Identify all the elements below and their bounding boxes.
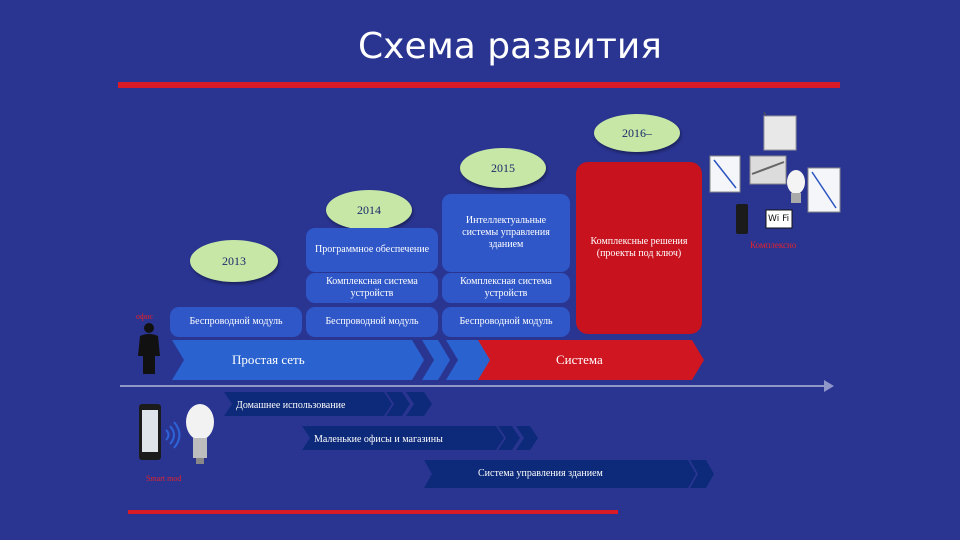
complex-solutions-panel: Комплексные решения (проекты под ключ) — [576, 162, 702, 334]
chevron-blue-3 — [458, 340, 492, 380]
smartphone-bulb-illustration — [139, 404, 214, 464]
complex-system-label-1: Комплексная система устройств — [326, 276, 418, 299]
smart-mod-label: Smart mod — [146, 474, 182, 483]
software-box: Программное обеспечение — [306, 228, 438, 272]
offices-band — [302, 426, 504, 450]
small-offices-label: Маленькие офисы и магазины — [314, 434, 443, 445]
system-label: Система — [556, 352, 603, 367]
year-2015-label: 2015 — [491, 160, 515, 175]
top-divider — [118, 82, 840, 88]
wireless-module-box-2: Беспроводной модуль — [306, 307, 438, 337]
simple-network-arrow — [172, 340, 424, 380]
year-2016-oval: 2016– — [594, 114, 680, 152]
wireless-module-box-1: Беспроводной модуль — [170, 307, 302, 337]
chevron-blue-1 — [422, 340, 450, 380]
bottom-divider — [128, 510, 618, 514]
complex-system-box-2: Комплексная система устройств — [442, 273, 570, 303]
software-label: Программное обеспечение — [314, 244, 430, 255]
wireless-module-label-1: Беспроводной модуль — [189, 316, 283, 327]
timeline-arrow-icon — [120, 380, 834, 392]
year-2014-label: 2014 — [357, 202, 381, 217]
segment-bands — [224, 392, 714, 488]
bms-label: Система управления зданием — [478, 468, 603, 479]
intelligent-systems-label: Интеллектуальные системы управления здан… — [462, 215, 550, 250]
system-arrow — [478, 340, 704, 380]
lightbulb-icon-2 — [787, 170, 805, 194]
evolution-chevrons — [172, 340, 704, 380]
wireless-waves-icon — [165, 421, 181, 449]
lamp-panel-icon — [749, 155, 787, 185]
complex-red-label: Комплексно — [750, 240, 797, 250]
home-band — [224, 392, 392, 416]
complex-solutions-label: Комплексные решения (проекты под ключ) — [590, 236, 688, 259]
complex-system-label-2: Комплексная система устройств — [460, 276, 552, 299]
simple-network-label: Простая сеть — [232, 352, 305, 367]
year-2015-oval: 2015 — [460, 148, 546, 188]
wireless-module-box-3: Беспроводной модуль — [442, 307, 570, 337]
phone-device-icon — [736, 204, 748, 234]
router-icon — [763, 115, 797, 151]
wireless-module-label-2: Беспроводной модуль — [325, 316, 419, 327]
year-2016-label: 2016– — [622, 125, 652, 140]
wireless-module-label-3: Беспроводной модуль — [459, 316, 553, 327]
year-2014-oval: 2014 — [326, 190, 412, 230]
year-2013-oval: 2013 — [190, 240, 278, 282]
wifi-label: Wi Fi — [768, 214, 790, 224]
lightbulb-icon — [186, 404, 214, 440]
person-silhouette-icon — [138, 323, 160, 374]
home-use-label: Домашнее использование — [236, 400, 346, 411]
device-cluster-illustration — [709, 112, 841, 234]
page-title: Схема развития — [358, 26, 662, 67]
complex-system-box-1: Комплексная система устройств — [306, 273, 438, 303]
bms-band — [424, 460, 696, 488]
office-tiny-label: офис — [136, 312, 154, 321]
intelligent-systems-box: Интеллектуальные системы управления здан… — [442, 194, 570, 272]
year-2013-label: 2013 — [222, 253, 246, 268]
